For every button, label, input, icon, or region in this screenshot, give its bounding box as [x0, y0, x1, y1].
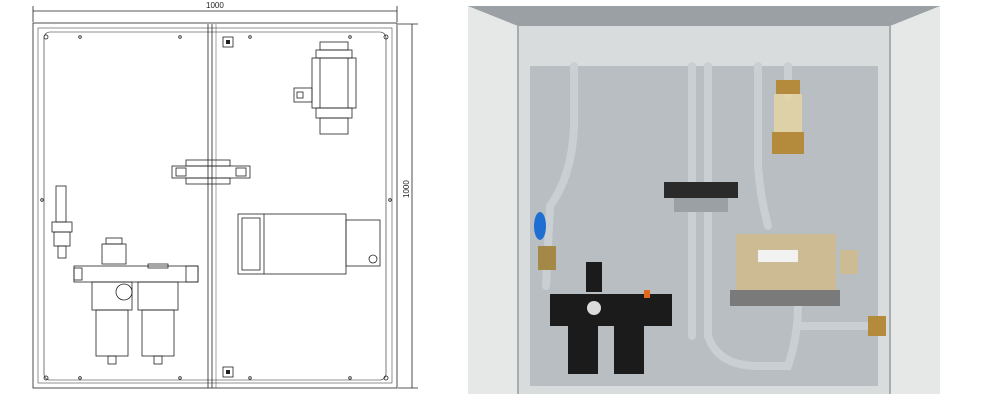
heater-drawing	[237, 213, 381, 275]
solenoid-valve-photo	[664, 182, 738, 212]
filter-regulator-photo	[550, 262, 672, 374]
brass-fitting	[868, 316, 886, 336]
right-door	[890, 6, 940, 394]
lock-top	[222, 36, 234, 48]
technical-drawing: 1000 1000	[0, 0, 440, 400]
cabinet-photo	[468, 6, 940, 394]
drawing-svg	[32, 6, 418, 389]
ball-valve-photo	[538, 246, 556, 270]
filter-regulator-drawing	[73, 237, 199, 365]
left-door	[468, 6, 518, 394]
lock-bottom	[222, 366, 234, 378]
ball-valve-drawing	[51, 185, 73, 259]
back-plate	[43, 31, 387, 381]
dimension-height-label: 1000	[402, 180, 411, 198]
dimension-width-label: 1000	[206, 1, 224, 10]
cabinet-outline	[32, 22, 398, 389]
heater-photo	[730, 234, 858, 306]
sight-glass-drawing	[293, 41, 357, 135]
valve-handle	[534, 212, 546, 240]
solenoid-valve-drawing	[171, 159, 251, 185]
photo-svg	[468, 6, 940, 394]
sight-glass-photo	[772, 80, 804, 154]
